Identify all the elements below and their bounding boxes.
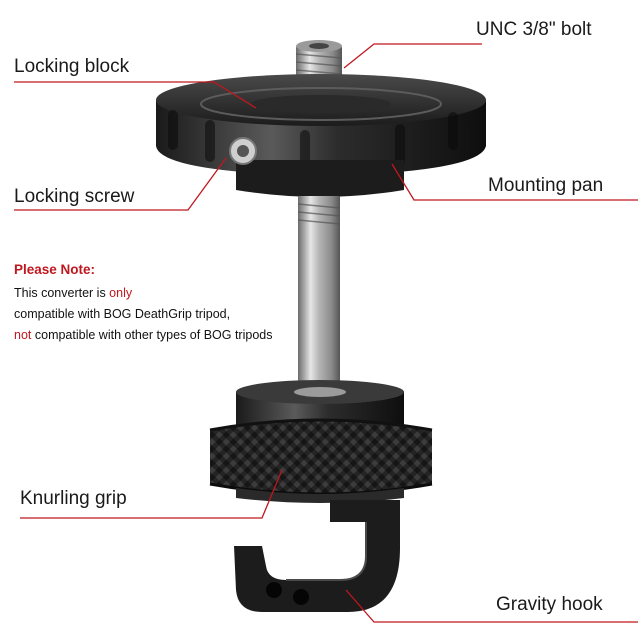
note-highlight-not: not (14, 328, 32, 342)
knurling-grip (210, 420, 432, 494)
note-highlight-only: only (109, 286, 133, 300)
label-locking-screw: Locking screw (14, 186, 135, 207)
label-knurling-grip: Knurling grip (20, 488, 127, 509)
note-line-1: This converter is only (14, 286, 133, 300)
shaft (298, 228, 340, 400)
label-unc-bolt: UNC 3/8" bolt (476, 19, 592, 40)
note-line-2: compatible with BOG DeathGrip tripod, (14, 307, 231, 321)
callout-lines (14, 43, 638, 623)
label-gravity-hook: Gravity hook (496, 594, 603, 615)
note-title: Please Note: (14, 262, 96, 277)
gravity-hook (234, 500, 400, 612)
note-line-3: not compatible with other types of BOG t… (14, 328, 273, 342)
label-locking-block: Locking block (14, 56, 130, 77)
label-mounting-pan: Mounting pan (488, 175, 604, 196)
